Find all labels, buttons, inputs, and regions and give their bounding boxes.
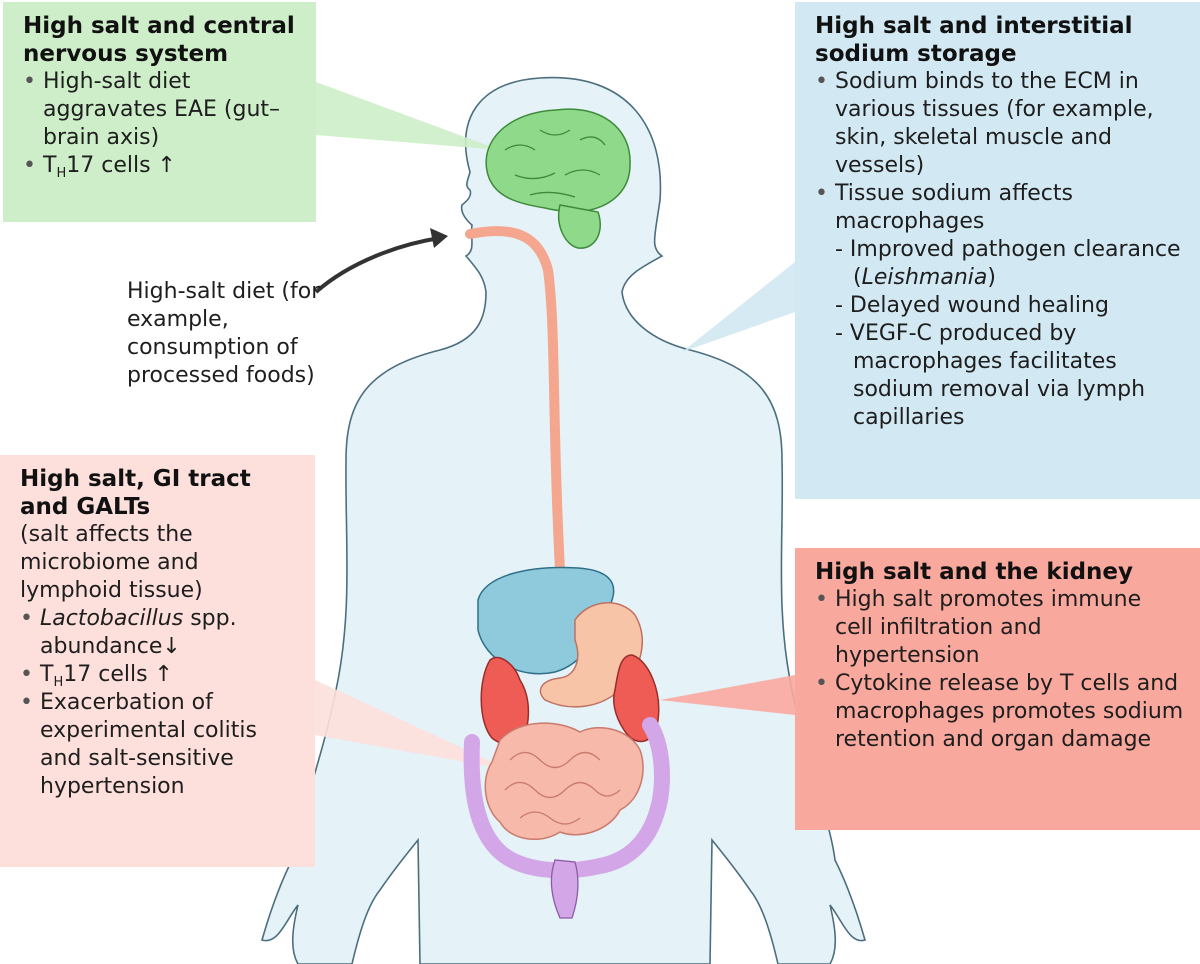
sodium-box: High salt and interstitial sodium storag…	[795, 2, 1200, 499]
sodium-bullet-ecm: Sodium binds to the ECM in various tissu…	[815, 68, 1184, 180]
diet-arrow	[314, 236, 441, 294]
cns-callout-wedge	[316, 82, 500, 150]
gi-bullet-th17: TH17 cells ↑	[20, 661, 299, 689]
down-arrow-icon: ↓	[162, 634, 181, 659]
diet-arrow-head	[430, 228, 448, 248]
cns-th-suffix: 17 cells	[66, 153, 151, 178]
kidney-bullet-cytokine: Cytokine release by T cells and macropha…	[815, 670, 1184, 754]
rectum	[550, 859, 579, 919]
kidney-box: High salt and the kidney High salt promo…	[795, 548, 1200, 830]
left-kidney	[480, 656, 530, 745]
gi-bullet-colitis: Exacerbation of experimental colitis and…	[20, 689, 299, 801]
sodium-title: High salt and interstitial sodium storag…	[815, 13, 1133, 67]
cns-bullet-eae: High-salt diet aggravates EAE (gut–brain…	[23, 68, 300, 152]
brain	[485, 108, 631, 213]
sodium-sub-vegf: - VEGF-C produced by macrophages facilit…	[835, 321, 1146, 430]
sodium-sub1-suffix: )	[987, 265, 996, 290]
intestine-loops	[504, 751, 621, 825]
up-arrow-icon: ↑	[157, 153, 176, 178]
cns-box: High salt and central nervous system Hig…	[3, 2, 316, 222]
gi-th-suffix: 17 cells	[63, 662, 148, 687]
up-arrow-icon: ↑	[154, 662, 173, 687]
cns-th-prefix: T	[43, 153, 57, 178]
cns-bullet-th17: TH17 cells ↑	[23, 152, 300, 180]
sodium-bullet-macrophages: Tissue sodium affects macrophages	[815, 180, 1184, 236]
kidney-list: High salt promotes immune cell infiltrat…	[815, 586, 1184, 754]
colon	[463, 717, 670, 879]
gi-box: High salt, GI tract and GALTs (salt affe…	[0, 455, 315, 867]
kidney-title: High salt and the kidney	[815, 559, 1134, 585]
gi-b1-suffix: spp. abundance	[40, 606, 237, 659]
cerebellum	[558, 204, 601, 249]
cns-list: High-salt diet aggravates EAE (gut–brain…	[23, 68, 300, 180]
kidney-callout-wedge	[660, 675, 795, 715]
sodium-sub1-prefix: - Improved pathogen clearance (	[835, 237, 1181, 290]
sodium-list: Sodium binds to the ECM in various tissu…	[815, 68, 1184, 432]
gi-bullet-lactobacillus: Lactobacillus spp. abundance↓	[20, 605, 299, 661]
gi-intro: (salt affects the microbiome and lymphoi…	[20, 522, 203, 603]
sodium-sub-pathogen: - Improved pathogen clearance (Leishmani…	[815, 236, 1184, 292]
gi-list: Lactobacillus spp. abundance↓ TH17 cells…	[20, 605, 299, 801]
sodium-sub-wound: - Delayed wound healing	[835, 293, 1109, 318]
oesophagus	[465, 226, 565, 575]
brain-folds	[504, 129, 606, 198]
gi-callout-wedge	[315, 680, 510, 770]
sodium-callout-wedge	[682, 262, 795, 352]
sodium-sub1-italic: Leishmania	[861, 265, 988, 290]
cns-title: High salt and central nervous system	[23, 13, 295, 67]
gi-th-sub: H	[53, 675, 64, 690]
gi-th-prefix: T	[40, 662, 54, 687]
cns-th-sub: H	[56, 166, 67, 181]
gi-title: High salt, GI tract and GALTs	[20, 466, 251, 520]
diet-caption: High-salt diet (for example, consumption…	[127, 279, 321, 388]
gi-b1-italic: Lactobacillus	[40, 606, 184, 631]
kidney-bullet-infiltration: High salt promotes immune cell infiltrat…	[815, 586, 1184, 670]
